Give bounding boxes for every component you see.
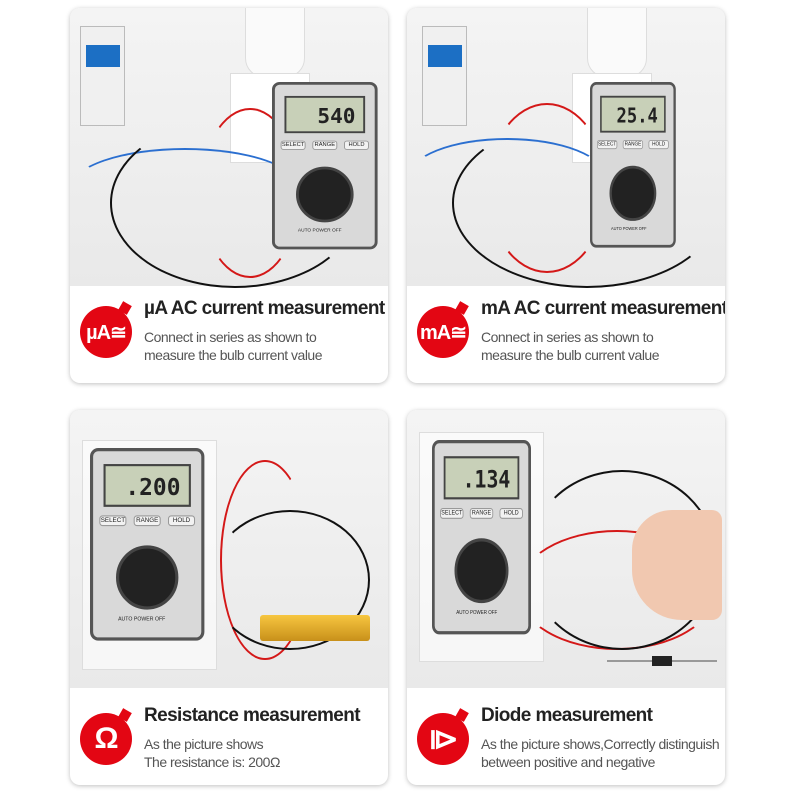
lcd-display: 540	[284, 95, 366, 134]
hand	[632, 510, 722, 620]
lcd-display: 25.4	[600, 95, 666, 133]
caption: ⧐ Diode measurement As the picture shows…	[407, 693, 725, 785]
multimeter: 25.4 SELECT RANGE HOLD AUTO POWER OFF	[590, 82, 676, 248]
panel-title: Resistance measurement	[144, 705, 361, 726]
auto-power-off-label: AUTO POWER OFF	[456, 609, 498, 617]
desc-line: Connect in series as shown to	[144, 329, 317, 345]
hold-button: HOLD	[168, 515, 196, 527]
select-button: SELECT	[440, 508, 464, 519]
photo-ma-measurement: 25.4 SELECT RANGE HOLD AUTO POWER OFF	[407, 8, 725, 288]
panel-title: mA AC current measurement	[481, 298, 725, 319]
test-lead-black	[110, 118, 360, 288]
hold-button: HOLD	[499, 508, 523, 519]
card-resistance: .200 SELECT RANGE HOLD AUTO POWER OFF Ω Re…	[70, 410, 388, 785]
multimeter: 540 SELECT RANGE HOLD AUTO POWER OFF	[272, 82, 378, 250]
desc-line: measure the bulb current value	[481, 347, 660, 363]
lcd-display: .200	[103, 464, 191, 507]
omega-icon: Ω	[80, 713, 132, 765]
photo-diode-measurement: .134 SELECT RANGE HOLD AUTO POWER OFF	[407, 410, 725, 688]
range-button: RANGE	[469, 508, 494, 519]
card-diode: .134 SELECT RANGE HOLD AUTO POWER OFF ⧐ Di…	[407, 410, 725, 785]
rotary-dial	[454, 538, 509, 604]
desc-line: As the picture shows	[144, 736, 264, 752]
range-button: RANGE	[312, 140, 338, 150]
auto-power-off-label: AUTO POWER OFF	[297, 228, 342, 234]
card-ma-ac-current: 25.4 SELECT RANGE HOLD AUTO POWER OFF mA≅ …	[407, 8, 725, 383]
panel-description: As the picture shows,Correctly distingui…	[481, 735, 720, 771]
photo-ua-measurement: 540 SELECT RANGE HOLD AUTO POWER OFF	[70, 8, 388, 288]
lcd-display: .134	[443, 456, 520, 500]
diode-icon: ⧐	[417, 713, 469, 765]
hold-button: HOLD	[648, 139, 669, 150]
card-ua-ac-current: 540 SELECT RANGE HOLD AUTO POWER OFF µA≅ µ…	[70, 8, 388, 383]
multimeter: .134 SELECT RANGE HOLD AUTO POWER OFF	[432, 440, 531, 635]
diode	[607, 656, 717, 666]
panel-title: Diode measurement	[481, 705, 653, 726]
circuit-breaker	[80, 26, 125, 126]
desc-line: measure the bulb current value	[144, 347, 323, 363]
desc-line: Connect in series as shown to	[481, 329, 654, 345]
light-bulb	[245, 8, 305, 78]
milliamp-icon: mA≅	[417, 306, 469, 358]
circuit-breaker	[422, 26, 467, 126]
select-button: SELECT	[280, 140, 306, 150]
multimeter: .200 SELECT RANGE HOLD AUTO POWER OFF	[90, 448, 205, 641]
rotary-dial	[116, 545, 179, 610]
range-button: RANGE	[622, 139, 644, 150]
range-button: RANGE	[133, 515, 161, 527]
hold-button: HOLD	[344, 140, 369, 150]
desc-line: The resistance is: 200Ω	[144, 754, 280, 770]
rotary-dial	[296, 166, 354, 223]
select-button: SELECT	[99, 515, 127, 527]
resistor	[260, 615, 370, 641]
panel-title: µA AC current measurement	[144, 298, 385, 319]
panel-description: Connect in series as shown to measure the…	[144, 328, 323, 364]
auto-power-off-label: AUTO POWER OFF	[611, 226, 647, 232]
test-lead-black	[452, 118, 722, 288]
test-lead-red	[487, 103, 607, 273]
photo-resistance-measurement: .200 SELECT RANGE HOLD AUTO POWER OFF	[70, 410, 388, 688]
desc-line: As the picture shows,Correctly distingui…	[481, 736, 720, 752]
test-lead-red	[200, 108, 300, 278]
select-button: SELECT	[597, 139, 618, 150]
caption: mA≅ mA AC current measurement Connect in…	[407, 286, 725, 383]
microamp-icon: µA≅	[80, 306, 132, 358]
auto-power-off-label: AUTO POWER OFF	[118, 615, 166, 623]
rotary-dial	[609, 165, 657, 221]
panel-description: Connect in series as shown to measure the…	[481, 328, 660, 364]
light-bulb	[587, 8, 647, 78]
caption: Ω Resistance measurement As the picture …	[70, 693, 388, 785]
desc-line: between positive and negative	[481, 754, 655, 770]
caption: µA≅ µA AC current measurement Connect in…	[70, 286, 388, 383]
test-lead-black	[210, 510, 370, 650]
